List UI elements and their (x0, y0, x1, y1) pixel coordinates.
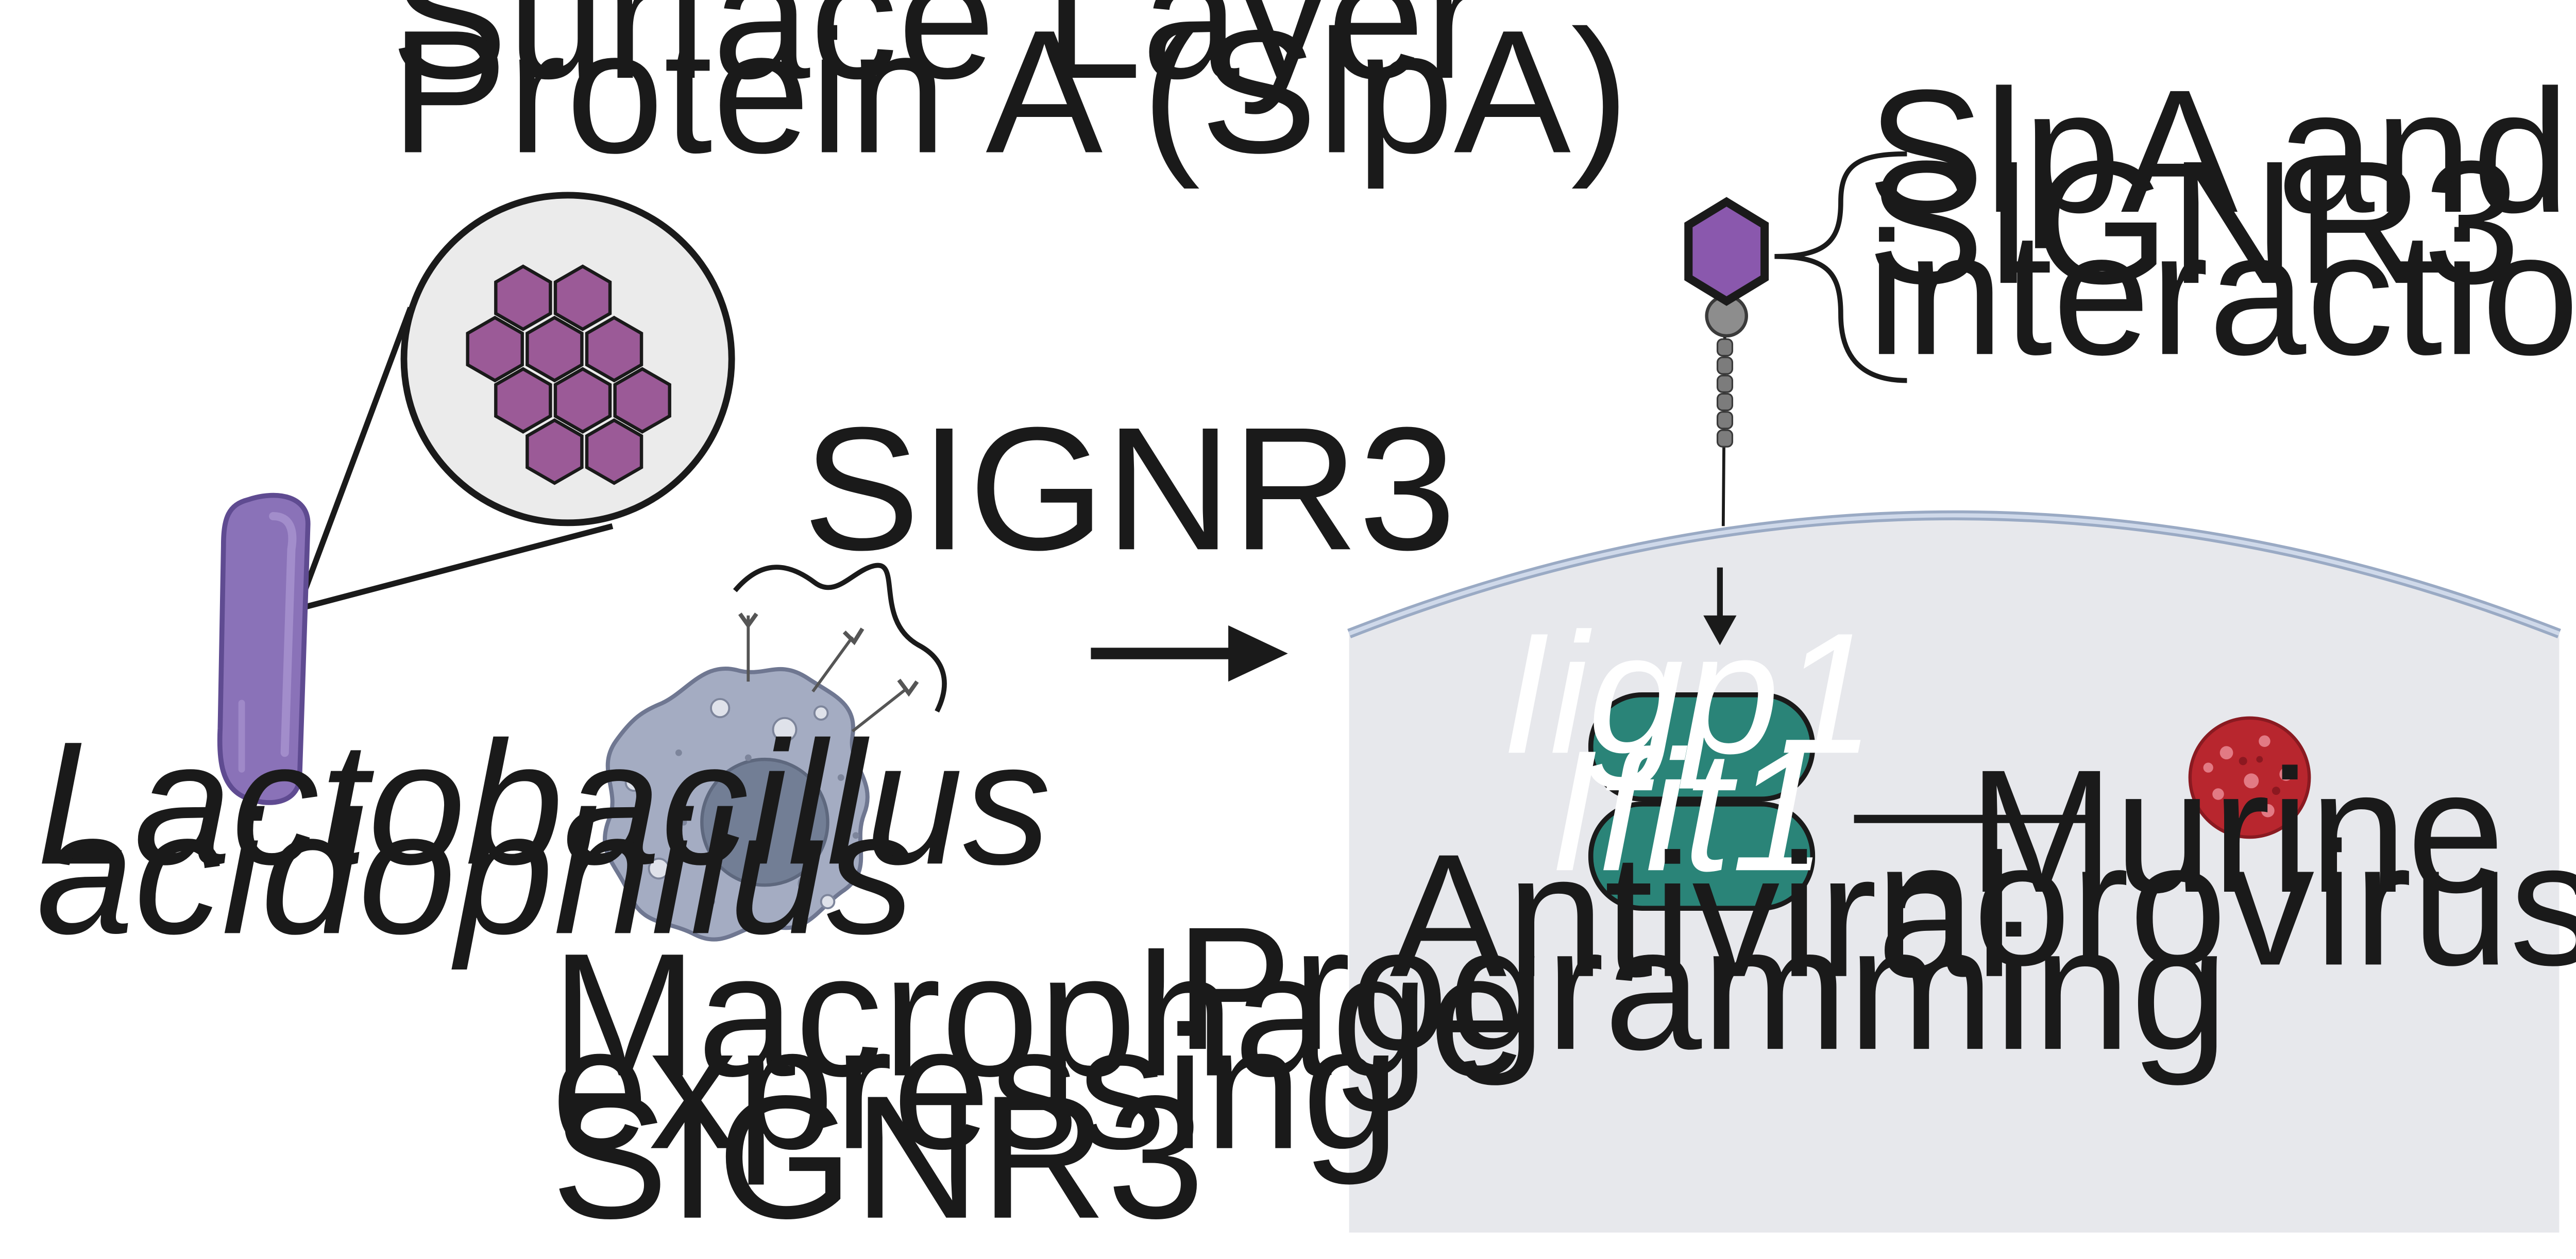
slpa-hexagon (526, 315, 584, 383)
gene-label-iigp1: Iigp1 (1502, 597, 1875, 790)
slpa-hexagon (553, 367, 612, 434)
slpa-hexagon-lattice (466, 264, 671, 485)
inhibition-arrow (1854, 789, 2099, 849)
bacterium-icon (217, 492, 311, 805)
bacterium-label-line1: Lactobacillus (37, 706, 1051, 901)
gene-box-iigp1 (1588, 692, 1816, 802)
signr3-receptor (1684, 197, 1769, 526)
macrophage-label-line2: expressing (551, 990, 1400, 1186)
signal-arrow (1703, 567, 1737, 645)
macrophage-label-line3: SIGNR3 (551, 1060, 1205, 1255)
macrophage-label: Macrophage expressing SIGNR3 (551, 917, 1527, 1255)
slpa-zoom-circle (400, 192, 735, 526)
interaction-label-line3: interaction (1867, 196, 2576, 392)
slpa-hexagon (553, 264, 612, 331)
signr3-bracket (733, 563, 947, 713)
slpa-hexagon (494, 264, 552, 331)
gene-label-ifit1: Ifit1 (1550, 714, 1827, 907)
interaction-label: SlpA and SIGNR3 interaction (1867, 54, 2576, 392)
main-arrow (1091, 625, 1288, 682)
slpa-label-line1: Surface Layer (391, 0, 1483, 116)
antiviral-label-line2: Programming (1175, 891, 2228, 1087)
slpa-label-line2: Protein A (SlpA) (391, 0, 1629, 191)
slpa-hexagon (494, 367, 552, 434)
norovirus-label-line2: norovirus (1875, 806, 2576, 1002)
norovirus-label: Murine norovirus (1875, 734, 2576, 1002)
slpa-hexagon (585, 315, 643, 383)
bacterium-label: Lactobacillus acidophilus (37, 706, 1051, 972)
slpa-hexagon-icon (1684, 197, 1769, 306)
macrophage-icon (602, 666, 870, 942)
interaction-brace (1774, 151, 1907, 383)
norovirus-label-line1: Murine (1968, 734, 2504, 929)
slpa-hexagon (613, 367, 671, 434)
interaction-label-line1: SlpA and (1867, 54, 2569, 250)
interaction-label-line2: SIGNR3 (1867, 125, 2520, 320)
signr3-receptors (738, 613, 919, 733)
slpa-hexagon (526, 418, 584, 485)
antiviral-label-line1: Antiviral (1389, 818, 2013, 1014)
macrophage-label-line1: Macrophage (551, 917, 1527, 1114)
signr3-label: SIGNR3 (803, 391, 1456, 587)
antiviral-label: Antiviral Programming (1175, 818, 2228, 1087)
norovirus-icon (2188, 716, 2311, 839)
bacterium-label-line2: acidophilus (37, 775, 914, 971)
zoom-lines (295, 307, 614, 612)
gene-box-ifit1 (1588, 802, 1816, 911)
slpa-label: Surface Layer Protein A (SlpA) (391, 0, 1629, 191)
slpa-hexagon (585, 418, 643, 485)
slpa-hexagon (466, 315, 524, 383)
